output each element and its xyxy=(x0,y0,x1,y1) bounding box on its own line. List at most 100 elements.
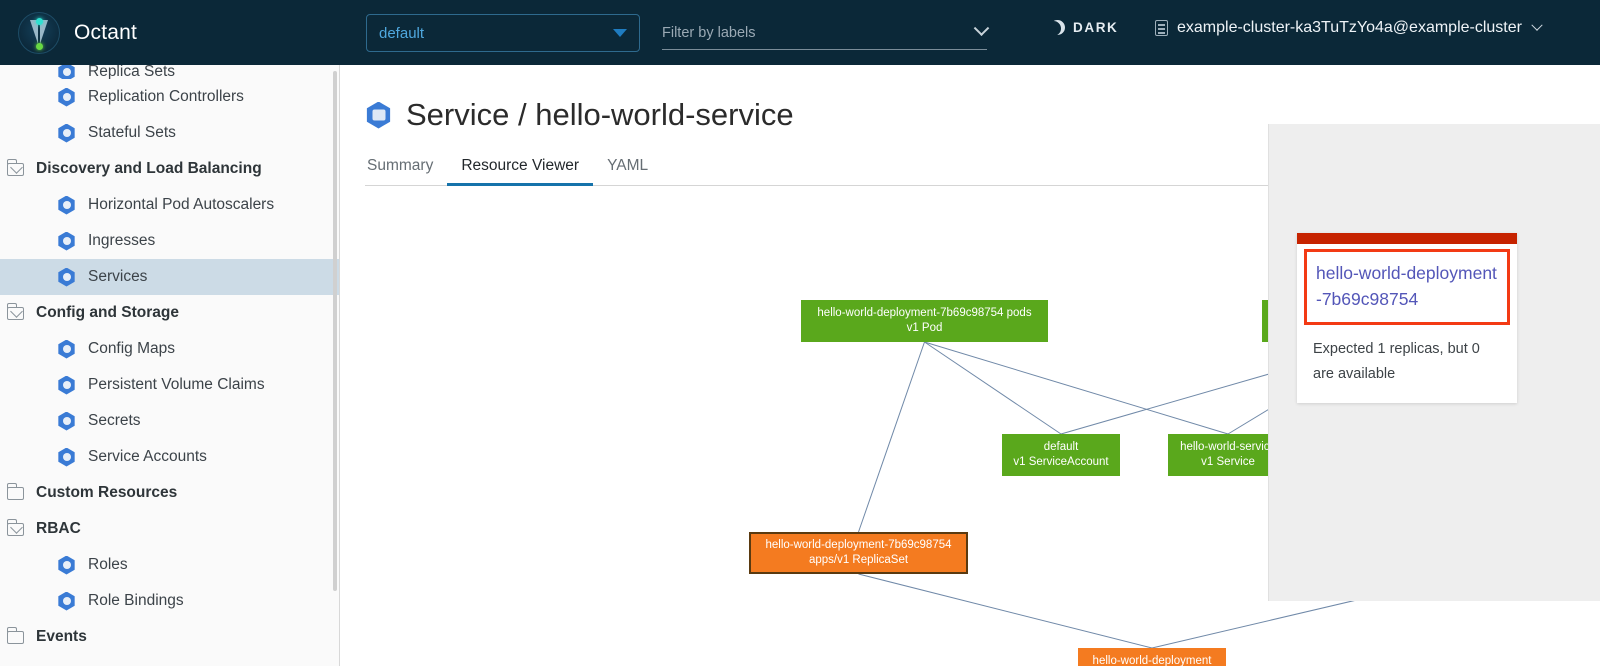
graph-node-name: hello-world-deployment-7b69c98754 xyxy=(765,539,952,551)
sidebar-item-events[interactable]: Events xyxy=(0,619,339,655)
graph-edge xyxy=(858,341,925,533)
page-title-text: Service / hello-world-service xyxy=(406,97,794,132)
sidebar-item-label: Service Accounts xyxy=(88,448,207,465)
graph-node-kind: v1 ServiceAccount xyxy=(1013,456,1109,468)
graph-node-pod-7b69[interactable]: hello-world-deployment-7b69c98754 pods v1… xyxy=(801,300,1048,342)
k8s-serviceaccount-icon xyxy=(58,447,75,467)
tab-yaml[interactable]: YAML xyxy=(607,157,649,174)
sidebar-item-label: Role Bindings xyxy=(88,592,184,609)
chevron-down-icon xyxy=(1531,19,1543,31)
graph-node-kind: v1 Service xyxy=(1201,456,1255,468)
sidebar-item-label: Config Maps xyxy=(88,340,176,357)
folder-icon xyxy=(6,483,24,500)
detail-panel: hello-world-deployment-7b69c98754 Expect… xyxy=(1268,124,1600,601)
graph-node-name: hello-world-service xyxy=(1180,441,1276,453)
sidebar-item-roles[interactable]: Roles xyxy=(0,547,339,583)
sidebar-item-persistent-volume-claims[interactable]: Persistent Volume Claims xyxy=(0,367,339,403)
k8s-statefulset-icon xyxy=(58,123,75,143)
sidebar-item-services[interactable]: Services xyxy=(0,259,339,295)
k8s-service-icon xyxy=(58,267,75,287)
k8s-replicaset-icon xyxy=(58,65,75,79)
graph-edge xyxy=(924,341,1229,435)
sidebar-item-rbac[interactable]: RBAC xyxy=(0,511,339,547)
k8s-rolebinding-icon xyxy=(58,591,75,611)
graph-node-name: hello-world-deployment xyxy=(1092,655,1212,666)
status-badge xyxy=(1297,233,1517,244)
k8s-pvc-icon xyxy=(58,375,75,395)
k8s-secret-icon xyxy=(58,411,75,431)
folder-icon xyxy=(6,159,24,176)
k8s-replicationcontroller-icon xyxy=(58,87,75,107)
cluster-icon xyxy=(1155,20,1168,36)
graph-node-name: hello-world-deployment-7b69c98754 pods xyxy=(817,307,1032,319)
sidebar-item-label: Ingresses xyxy=(88,232,156,249)
folder-icon xyxy=(6,627,24,644)
moon-icon xyxy=(1050,20,1065,35)
namespace-select[interactable]: default xyxy=(366,14,640,52)
graph-edge xyxy=(924,341,1062,435)
sidebar-item-label: Stateful Sets xyxy=(88,124,176,141)
sidebar-item-label: Services xyxy=(88,268,148,285)
graph-edge xyxy=(858,573,1153,649)
cluster-selector[interactable]: example-cluster-ka3TuTzYo4a@example-clus… xyxy=(1155,19,1543,37)
resource-link-box[interactable]: hello-world-deployment-7b69c98754 xyxy=(1304,249,1510,325)
sidebar-item-replica-sets[interactable]: Replica Sets xyxy=(0,65,339,79)
sidebar-item-role-bindings[interactable]: Role Bindings xyxy=(0,583,339,619)
brand[interactable]: Octant xyxy=(18,11,138,54)
k8s-hpa-icon xyxy=(58,195,75,215)
sidebar-item-label: Roles xyxy=(88,556,128,573)
graph-node-rs-7b69[interactable]: hello-world-deployment-7b69c98754 apps/v1… xyxy=(749,532,968,574)
label-filter-input[interactable]: Filter by labels xyxy=(662,16,990,50)
folder-icon xyxy=(6,303,24,320)
caret-down-icon xyxy=(613,29,627,37)
sidebar-item-ingresses[interactable]: Ingresses xyxy=(0,223,339,259)
sidebar-item-label: Events xyxy=(36,628,87,645)
folder-icon xyxy=(6,519,24,536)
graph-node-name: default xyxy=(1043,441,1079,453)
sidebar-item-horizontal-pod-autoscalers[interactable]: Horizontal Pod Autoscalers xyxy=(0,187,339,223)
sidebar-item-custom-resources[interactable]: Custom Resources xyxy=(0,475,339,511)
k8s-role-icon xyxy=(58,555,75,575)
chevron-down-icon xyxy=(973,20,990,37)
tab-bar[interactable]: Summary Resource Viewer YAML xyxy=(365,153,1575,186)
sidebar-scrollbar[interactable] xyxy=(333,71,337,591)
theme-toggle-label: DARK xyxy=(1073,20,1119,35)
tab-summary[interactable]: Summary xyxy=(367,157,434,174)
sidebar-item-replication-controllers[interactable]: Replication Controllers xyxy=(0,79,339,115)
sidebar-item-label: Horizontal Pod Autoscalers xyxy=(88,196,275,213)
graph-node-deploy-hello[interactable]: hello-world-deploymentapps/v1 Deployment xyxy=(1078,648,1226,666)
octant-logo-icon xyxy=(18,11,60,54)
graph-node-kind: v1 Pod xyxy=(906,322,943,334)
sidebar-item-label: Persistent Volume Claims xyxy=(88,376,265,393)
label-filter-placeholder: Filter by labels xyxy=(662,24,756,41)
sidebar-item-label: RBAC xyxy=(36,520,81,537)
brand-name: Octant xyxy=(74,20,138,44)
page-title: Service / hello-world-service xyxy=(365,97,794,133)
sidebar-item-discovery-and-load-balancing[interactable]: Discovery and Load Balancing xyxy=(0,151,339,187)
sidebar-item-config-and-storage[interactable]: Config and Storage xyxy=(0,295,339,331)
sidebar-item-label: Secrets xyxy=(88,412,141,429)
sidebar-item-secrets[interactable]: Secrets xyxy=(0,403,339,439)
sidebar-item-stateful-sets[interactable]: Stateful Sets xyxy=(0,115,339,151)
theme-toggle-button[interactable]: DARK xyxy=(1050,20,1118,35)
status-description: Expected 1 replicas, but 0 are available xyxy=(1313,341,1480,382)
sidebar-item-service-accounts[interactable]: Service Accounts xyxy=(0,439,339,475)
k8s-configmap-icon xyxy=(58,339,75,359)
tab-resource-viewer[interactable]: Resource Viewer xyxy=(447,153,593,186)
graph-node-kind: apps/v1 ReplicaSet xyxy=(808,554,909,566)
k8s-service-icon xyxy=(366,101,391,129)
resource-link[interactable]: hello-world-deployment-7b69c98754 xyxy=(1316,263,1497,309)
cluster-name: example-cluster-ka3TuTzYo4a@example-clus… xyxy=(1177,19,1522,36)
sidebar-item-config-maps[interactable]: Config Maps xyxy=(0,331,339,367)
sidebar-item-label: Replication Controllers xyxy=(88,88,244,105)
detail-card: hello-world-deployment-7b69c98754 Expect… xyxy=(1297,233,1517,403)
sidebar-item-label: Discovery and Load Balancing xyxy=(36,160,262,177)
k8s-ingress-icon xyxy=(58,231,75,251)
sidebar-item-label: Replica Sets xyxy=(88,65,176,79)
namespace-value: default xyxy=(379,24,425,42)
sidebar-item-label: Config and Storage xyxy=(36,304,179,321)
sidebar-item-label: Custom Resources xyxy=(36,484,178,501)
graph-node-sa-default[interactable]: default v1 ServiceAccount xyxy=(1002,434,1120,476)
app-header: Octant default Filter by labels DARK exa… xyxy=(0,0,1600,65)
